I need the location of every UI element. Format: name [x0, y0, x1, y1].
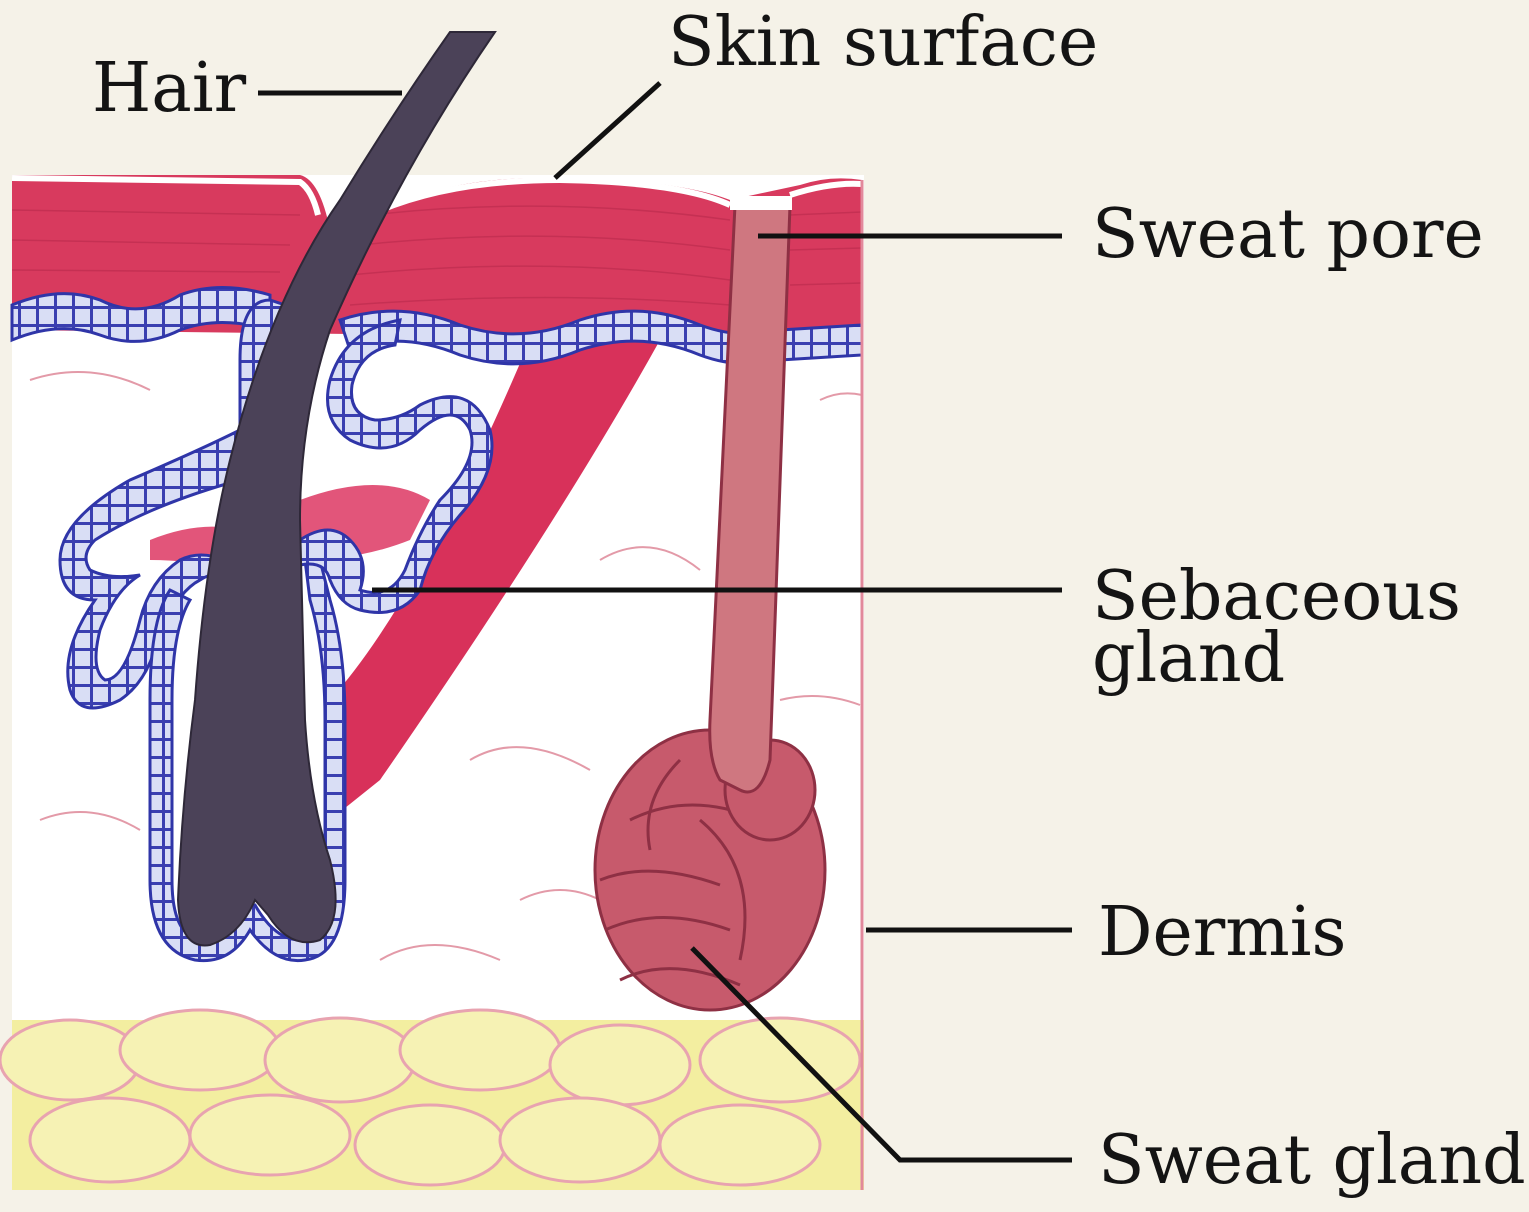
sweat-pore-label: Sweat pore [1092, 204, 1484, 266]
skin-surface-leader-line [555, 83, 660, 178]
sweat-gland-label: Sweat gland [1098, 1130, 1526, 1192]
skin-surface-label: Skin surface [668, 12, 1098, 74]
hair-label: Hair [92, 58, 246, 120]
sweat-pore-opening [730, 196, 792, 210]
dermis-label: Dermis [1098, 902, 1346, 964]
sebaceous-gland-label: Sebaceous gland [1092, 566, 1461, 690]
sebaceous-gland-label-line2: gland [1092, 628, 1461, 690]
fat-layer [0, 1010, 864, 1190]
